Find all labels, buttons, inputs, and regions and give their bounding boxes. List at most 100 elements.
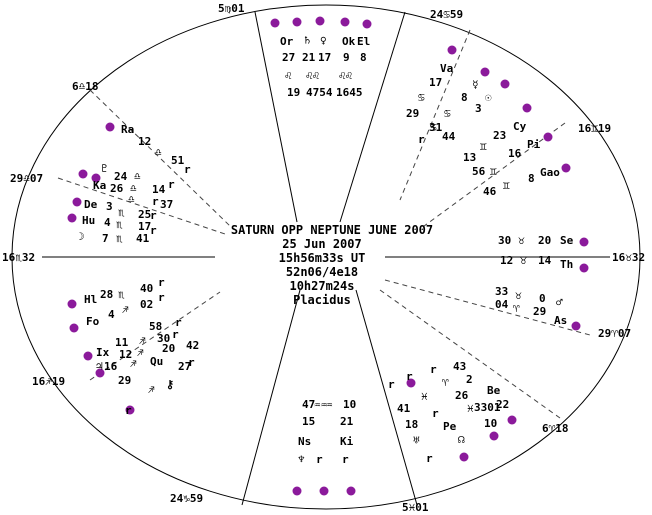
planet-dot — [579, 263, 589, 273]
label: 17 — [318, 51, 331, 64]
cusp-label: 16♐19 — [32, 375, 65, 388]
label: ♌♌ — [339, 69, 353, 82]
label: ♋ — [418, 91, 425, 104]
meridian-line-bottom — [355, 289, 418, 506]
cusp-line-5 — [89, 291, 221, 381]
planet-dot — [507, 415, 517, 425]
label: ☽ — [78, 230, 85, 243]
label: ♎ — [130, 182, 137, 195]
planet-dot — [78, 169, 88, 179]
label: 15 — [302, 415, 315, 428]
label: ♐ — [137, 346, 144, 359]
label: 7 — [102, 232, 109, 245]
chart-date: 25 Jun 2007 — [282, 237, 361, 251]
label: Ok — [342, 35, 356, 48]
label: r — [158, 291, 165, 304]
label: 27 — [282, 51, 295, 64]
label: 30 — [157, 332, 170, 345]
label: 9 — [343, 51, 350, 64]
label: r — [406, 370, 413, 383]
label: De — [84, 198, 98, 211]
label: 29 — [406, 107, 419, 120]
label: 3 — [475, 102, 482, 115]
label: r — [342, 453, 349, 466]
cusp-label: 6♎18 — [72, 80, 99, 93]
planet-dot — [459, 452, 469, 462]
label: 37 — [160, 198, 173, 211]
label: r — [158, 276, 165, 289]
label: r — [426, 452, 433, 465]
chart-house-system: Placidus — [293, 293, 351, 307]
label: 47 — [302, 398, 315, 411]
chart-sidereal: 10h27m24s — [289, 279, 354, 293]
meridian-line — [254, 11, 298, 223]
label: 27 — [178, 360, 191, 373]
label: r — [150, 224, 157, 237]
house-cusp-lines — [57, 29, 591, 419]
planet-dot — [571, 321, 581, 331]
label: 4 — [108, 308, 115, 321]
label: 13 — [463, 151, 476, 164]
label: 19 — [287, 86, 300, 99]
cusp-label: 16♊19 — [578, 122, 611, 135]
label: Pe — [443, 420, 457, 433]
label: 20 — [162, 342, 175, 355]
label: r — [150, 209, 157, 222]
cusp-label: 24♋59 — [430, 8, 463, 21]
planet-labels: Or ♄ ♀ Ok El 27 21 17 9 8 ♌ ♌♌ ♌♌ 19 475… — [78, 34, 574, 466]
label: Th — [560, 258, 573, 271]
planet-dot — [83, 351, 93, 361]
label: 44 — [442, 130, 456, 143]
label: 28 — [100, 288, 113, 301]
planet-dot — [125, 405, 135, 415]
label: ♎ — [128, 193, 135, 206]
label: Gao — [540, 166, 560, 179]
label: ♃ — [96, 360, 103, 373]
label: ♒ — [326, 398, 333, 411]
planet-dot — [447, 45, 457, 55]
cusp-line-12 — [57, 177, 226, 235]
label: 18 — [405, 418, 418, 431]
label: ♐ — [148, 383, 155, 396]
label: ♅ — [413, 434, 420, 447]
planet-dot — [67, 213, 77, 223]
label: r — [316, 453, 323, 466]
planet-dot — [95, 368, 105, 378]
label: 3 — [106, 200, 113, 213]
label: 8 — [461, 91, 468, 104]
planet-dot — [105, 122, 115, 132]
label: 12 — [119, 348, 132, 361]
label: Hu — [82, 214, 95, 227]
label: 41 — [397, 402, 411, 415]
planet-dot — [292, 486, 302, 496]
label: r — [172, 328, 179, 341]
label: Hl — [84, 293, 97, 306]
label: 12 — [138, 135, 151, 148]
label: Ix — [96, 346, 110, 359]
cusp-label: 16♏32 — [2, 251, 35, 264]
chart-location: 52n06/4e18 — [286, 265, 358, 279]
label: ♉ — [515, 289, 522, 302]
cusp-label: 29♈07 — [598, 327, 631, 340]
label: 41 — [136, 232, 150, 245]
label: Fo — [86, 315, 100, 328]
label: 30 — [498, 234, 511, 247]
label: 26 — [455, 389, 469, 402]
label: ♓ — [421, 390, 428, 403]
label: ♏ — [118, 206, 125, 219]
label: ☉ — [485, 91, 492, 104]
label: 16 — [104, 360, 118, 373]
label: r — [188, 356, 195, 369]
label: 4 — [104, 216, 111, 229]
label: 2 — [466, 373, 473, 386]
label: ♏ — [116, 232, 123, 245]
planet-dot — [480, 67, 490, 77]
label: r — [125, 404, 132, 417]
label: 40 — [140, 282, 153, 295]
label: ♉ — [518, 234, 525, 247]
label: r — [168, 178, 175, 191]
planet-dot — [69, 323, 79, 333]
chart-title: SATURN OPP NEPTUNE JUNE 2007 — [231, 223, 433, 237]
